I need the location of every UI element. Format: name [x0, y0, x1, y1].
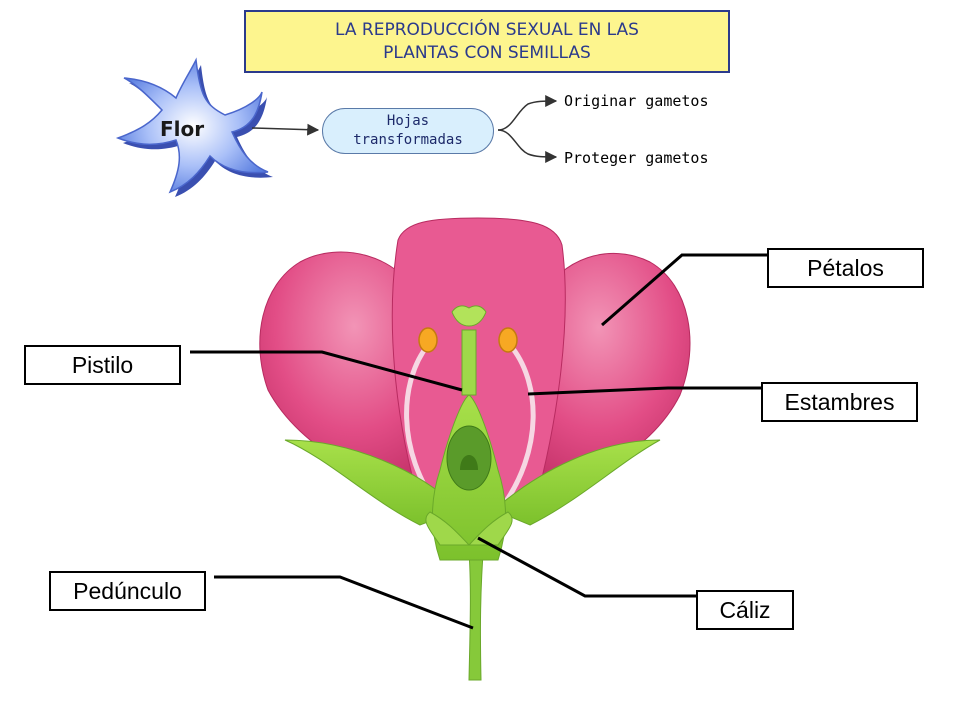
flor-label: Flor	[160, 117, 205, 141]
leader-lines	[190, 253, 770, 630]
flower-illustration	[259, 217, 691, 681]
branch-up-arrow	[497, 95, 558, 131]
hojas-line-1: Hojas	[386, 113, 430, 129]
leader-estambres	[527, 386, 762, 396]
leader-pistilo	[190, 350, 463, 392]
label-pistilo: Pistilo	[24, 345, 181, 385]
label-estambres: Estambres	[761, 382, 918, 422]
title-line-1: LA REPRODUCCIÓN SEXUAL EN LAS	[335, 19, 639, 40]
flor-to-hojas-arrow	[251, 123, 320, 136]
hojas-transformadas-node: Hojas transformadas	[322, 108, 494, 154]
label-caliz: Cáliz	[696, 590, 794, 630]
title-box: LA REPRODUCCIÓN SEXUAL EN LAS PLANTAS CO…	[244, 10, 730, 73]
title-line-2: PLANTAS CON SEMILLAS	[383, 42, 591, 63]
leader-pedunculo	[214, 575, 474, 630]
label-pedunculo: Pedúnculo	[49, 571, 206, 611]
branch-originar-gametos: Originar gametos	[564, 92, 709, 110]
flower-star-icon	[115, 57, 273, 197]
branch-down-arrow	[497, 129, 558, 163]
hojas-line-2: transformadas	[353, 132, 463, 148]
leader-caliz	[477, 536, 696, 598]
label-petalos: Pétalos	[767, 248, 924, 288]
branch-proteger-gametos: Proteger gametos	[564, 149, 709, 167]
leader-petalos	[601, 253, 770, 327]
